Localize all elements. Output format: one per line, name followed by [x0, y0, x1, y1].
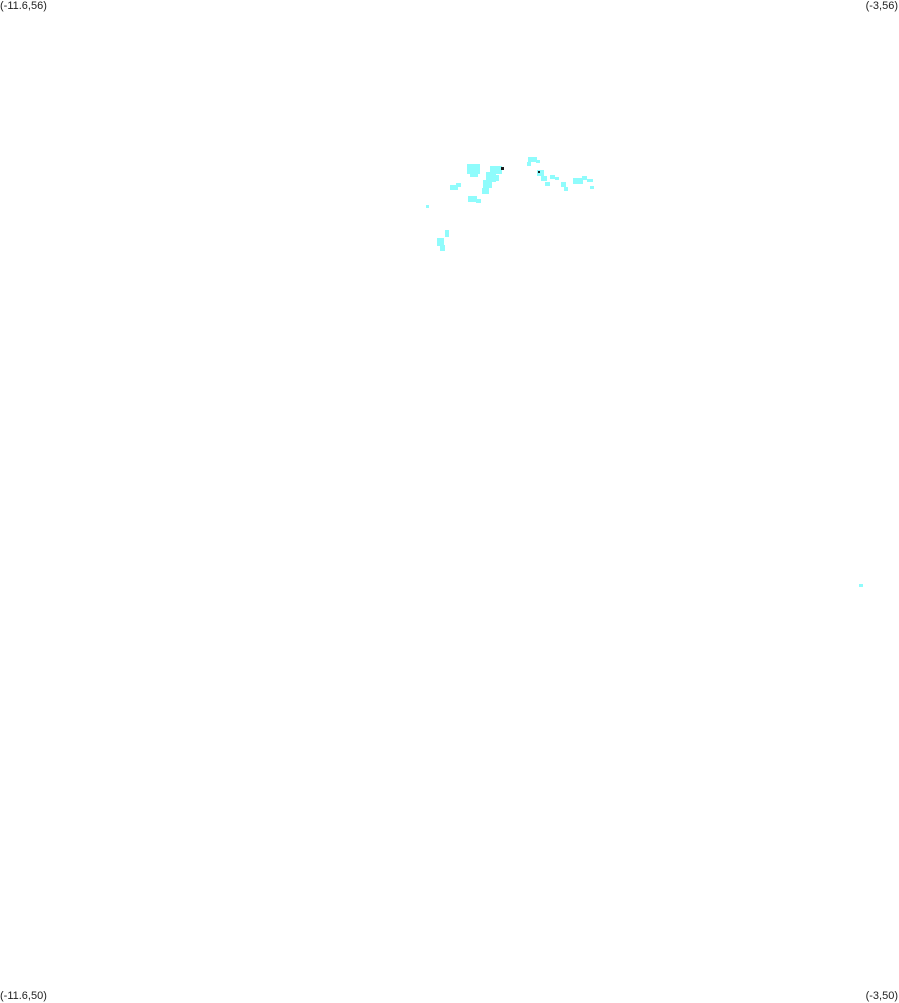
island-patch — [468, 196, 477, 202]
location-marker — [501, 167, 504, 170]
island-patch — [490, 166, 502, 174]
island-patch — [476, 199, 481, 203]
location-markers — [501, 167, 540, 173]
island-patch — [467, 164, 480, 174]
island-patch — [486, 172, 496, 182]
island-patch — [590, 186, 594, 189]
corner-label-top-right: (-3,56) — [865, 0, 898, 12]
island-patch — [582, 176, 587, 180]
corner-label-bottom-right: (-3,50) — [865, 990, 898, 1002]
location-marker — [538, 171, 540, 173]
island-patch — [527, 162, 531, 166]
island-patch — [564, 187, 568, 191]
island-patch — [537, 170, 544, 176]
island-patch — [426, 205, 429, 208]
island-patch — [456, 183, 461, 187]
island-patch — [482, 188, 489, 194]
island-patch — [859, 584, 863, 587]
island-patch — [545, 182, 550, 186]
island-patch — [483, 180, 492, 188]
island-shapes — [426, 157, 863, 587]
island-patch — [528, 157, 537, 162]
island-patch — [494, 175, 499, 181]
island-patch — [587, 179, 593, 182]
island-patch — [555, 177, 559, 180]
corner-label-top-left: (-11.6,56) — [0, 0, 47, 12]
island-patch — [450, 185, 458, 190]
corner-label-bottom-left: (-11.6,50) — [0, 990, 47, 1002]
island-patch — [561, 182, 566, 187]
island-patch — [470, 173, 478, 177]
island-patch — [437, 238, 444, 246]
island-patch — [440, 245, 445, 251]
island-patch — [573, 178, 583, 184]
island-patch — [550, 175, 555, 179]
island-patch — [445, 230, 449, 237]
island-patch — [536, 160, 540, 163]
island-patch — [541, 176, 547, 181]
